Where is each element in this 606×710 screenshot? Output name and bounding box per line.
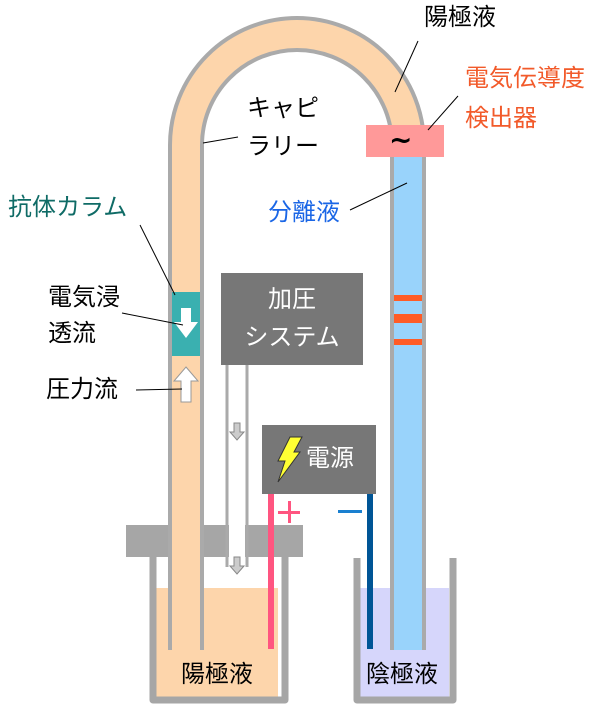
anolyte-top-label: 陽極液 [424, 3, 496, 31]
eof-label-1: 電気浸 [48, 283, 120, 311]
minus-icon [338, 510, 362, 513]
pressure-system-label-2: システム [244, 323, 340, 351]
pressure-flow-label: 圧力流 [46, 375, 118, 403]
lightning-icon [277, 436, 303, 483]
pressure-arrow-icon [228, 556, 246, 575]
beaker-lid-plate [126, 525, 303, 557]
antibody-column-label: 抗体カラム [8, 193, 128, 221]
eof-arrow-icon [174, 308, 198, 338]
anolyte-beaker [149, 555, 289, 704]
pressure-flow-arrow-icon [172, 366, 200, 403]
band [394, 339, 422, 345]
cathode-wire [367, 494, 373, 649]
conductivity-detector [366, 125, 444, 157]
capillary-label-2: ラリー [247, 132, 319, 160]
catholyte-bottom-label: 陰極液 [366, 660, 438, 688]
eof-label-2: 透流 [48, 319, 96, 347]
detector-symbol: ~ [389, 123, 413, 156]
band [394, 295, 422, 301]
pressure-system-label-1: 加圧 [268, 285, 316, 313]
detector-label-1: 電気伝導度 [465, 64, 585, 92]
power-supply-label: 電源 [306, 444, 354, 472]
anolyte-bottom-label: 陽極液 [181, 660, 253, 688]
band [394, 314, 422, 323]
capillary [172, 20, 422, 650]
anode-wire [268, 494, 274, 649]
separation-label: 分離液 [268, 198, 340, 226]
separation-liquid-section [394, 150, 422, 650]
pressure-arrow-icon [228, 422, 246, 441]
catholyte-beaker [353, 558, 457, 704]
capillary-label-1: キャピ [247, 94, 319, 122]
detector-label-2: 検出器 [465, 104, 537, 132]
pressure-system-box [221, 273, 363, 365]
